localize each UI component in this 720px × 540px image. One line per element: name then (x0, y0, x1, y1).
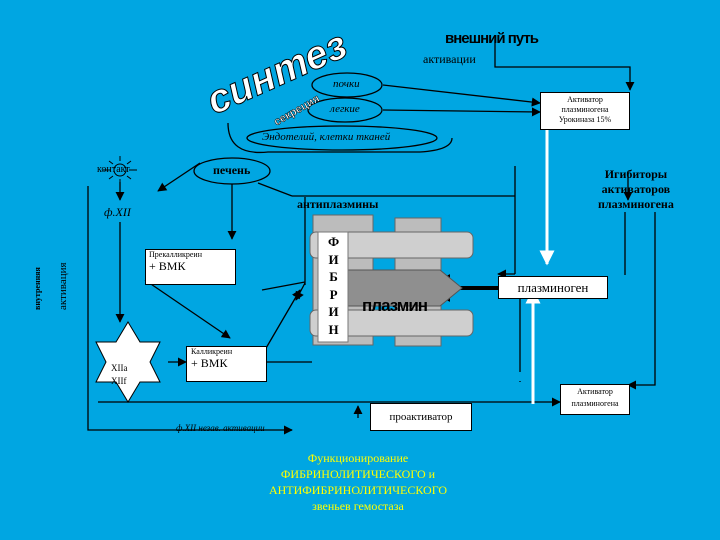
fibrin-letter-6: Н (328, 321, 339, 337)
liver-label: печень (213, 163, 251, 177)
contact-arrows (87, 182, 293, 435)
inhibitor-lines (623, 172, 656, 390)
inhibitors-line1: Игибиторы (604, 167, 668, 181)
xiia-line2: XIIf (111, 376, 127, 386)
caption-line4: звеньев гемостаза (312, 499, 404, 513)
factor-xii-label: ф.XII (104, 205, 131, 219)
fibrin-structure (309, 214, 474, 347)
external-path-line (494, 38, 635, 91)
endothelium-label: Эндотелий, клетки тканей (262, 131, 391, 143)
fibrin-letter-5: И (328, 304, 339, 319)
activation-white-arrows (525, 128, 555, 404)
activator-line3: Урокиназа 15% (558, 115, 612, 124)
liver-arrows (157, 162, 516, 279)
fibrin-letter-4: Р (329, 286, 338, 302)
plasminogen-activator-box: Активатор плазминогена Урокиназа 15% (540, 92, 630, 130)
lungs-ellipse (307, 97, 383, 123)
xiia-star (95, 321, 161, 403)
internal-activation-label: активация (57, 262, 69, 310)
prekallikrein-line1: Прекалликреин (149, 250, 202, 259)
caption-line3: АНТИФИБРИНОЛИТИЧЕСКОГО (268, 483, 448, 497)
plasmin-label: плазмин (362, 296, 428, 315)
proactivator-box: проактиватор (370, 403, 472, 431)
liver-ellipse (193, 157, 271, 185)
kallikrein-arrows (144, 279, 312, 367)
plasminogen-box: плазминоген (498, 276, 608, 299)
activator-bottom-line2: плазминогена (571, 399, 619, 408)
activation-label: активации (423, 52, 476, 66)
inhibitors-label: Игибиторы активаторов плазминогена (598, 167, 674, 212)
caption-line1: Функционирование (307, 451, 409, 465)
endothelium-ellipse (246, 125, 438, 151)
kallikrein-box: Калликреин + ВМК (186, 346, 267, 382)
internal-activation-small: внутренняя (33, 267, 42, 310)
activator-line1: Активатор (567, 95, 603, 104)
diagram-caption: Функционирование ФИБРИНОЛИТИЧЕСКОГО и АН… (228, 450, 488, 514)
activator-bottom-box: Активатор плазминогена (560, 384, 630, 415)
xiia-line1: XIIа (111, 363, 128, 373)
fibrin-letter-3: Б (329, 269, 338, 284)
fibrin-letter-1: Ф (328, 234, 340, 249)
fxii-independent-label: ф.XII незав. активации (176, 423, 265, 433)
organ-to-activator-arrows (382, 84, 541, 117)
fibrin-label: Ф И Б Р И Н (328, 233, 339, 338)
kidneys-ellipse (311, 72, 383, 98)
external-path-label: внешний путь (445, 30, 539, 47)
fibrin-letter-2: И (328, 251, 339, 267)
plasminogen-arrows (98, 281, 561, 418)
caption-line2: ФИБРИНОЛИТИЧЕСКОГО и (280, 467, 436, 481)
prekallikrein-box: Прекалликреин + ВМК (145, 249, 236, 285)
activator-line2: плазминогена (561, 105, 609, 114)
activator-bottom-line1: Активатор (577, 387, 613, 396)
prekallikrein-line2: + ВМК (149, 259, 186, 273)
sun-icon (103, 156, 137, 184)
kidneys-label: почки (333, 78, 360, 90)
lungs-label: легкие (330, 103, 360, 115)
xiia-label: XIIа XIIf (111, 362, 128, 388)
antiplasmins-label: антиплазмины (297, 197, 379, 211)
kallikrein-line2: + ВМК (191, 356, 228, 370)
kallikrein-line1: Калликреин (191, 347, 233, 356)
inhibitors-line3: плазминогена (598, 197, 674, 211)
endothelium-brace (227, 122, 453, 154)
antiplasmin-arrow-tip (295, 282, 306, 301)
contact-label: контакт (97, 164, 130, 175)
inhibitors-line2: активаторов (601, 182, 671, 196)
